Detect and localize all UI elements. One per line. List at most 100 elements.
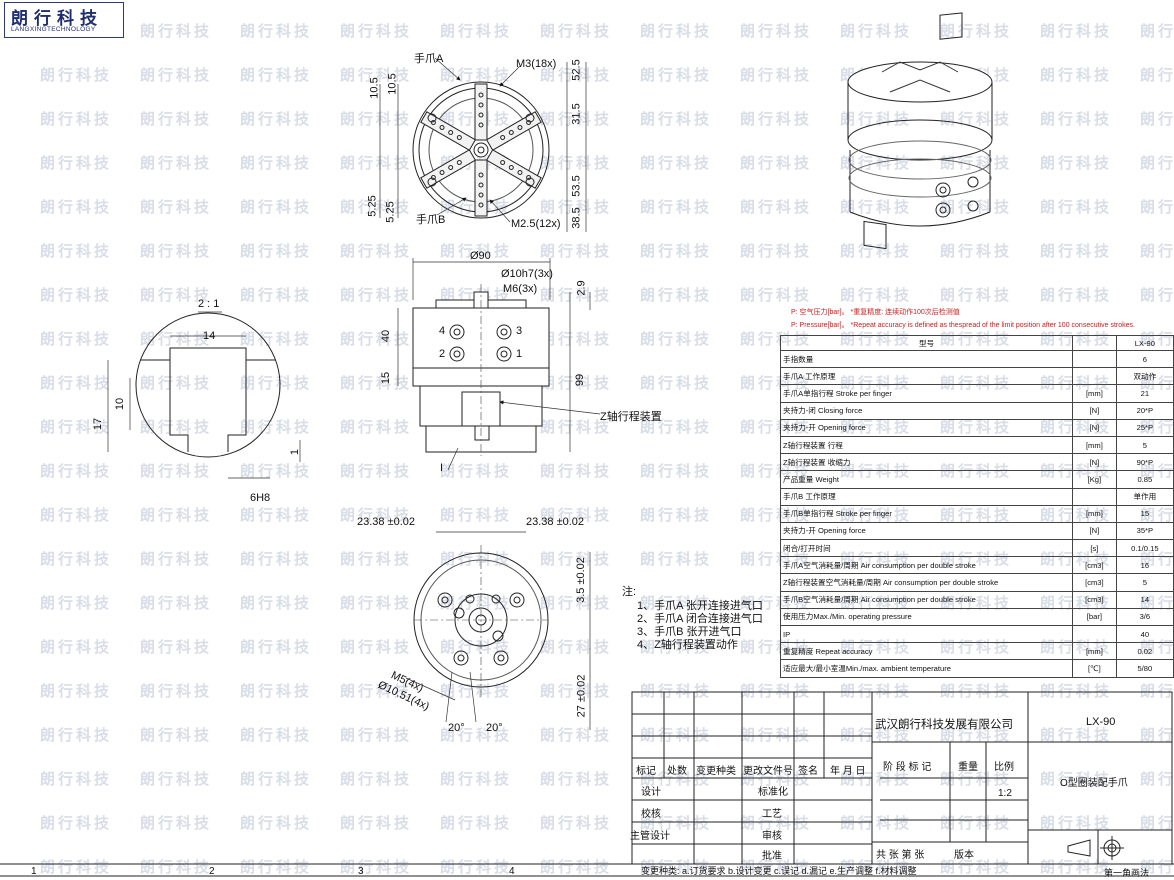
jaw-a-label: 手爪A [414, 53, 444, 65]
bottom-dim-left: 23.38 ±0.02 [357, 516, 416, 528]
watermark-tile: 朗行科技 [240, 418, 313, 436]
watermark-tile: 朗行科技 [1140, 726, 1174, 744]
watermark-tile: 朗行科技 [1140, 198, 1174, 216]
watermark-tile: 朗行科技 [340, 198, 413, 216]
spec-value: 双动作 [1115, 367, 1174, 386]
watermark-tile: 朗行科技 [240, 286, 313, 304]
watermark-tile: 朗行科技 [640, 418, 713, 436]
spec-value: 0.85 [1115, 470, 1174, 489]
watermark-tile: 朗行科技 [640, 374, 713, 392]
watermark-tile: 朗行科技 [340, 374, 413, 392]
front-thread-label: M6(3x) [503, 283, 538, 295]
spec-label: 手爪B 工作原理 [779, 487, 1074, 506]
version-label: 版本 [954, 850, 974, 861]
watermark-tile: 朗行科技 [40, 594, 113, 612]
watermark-tile: 朗行科技 [1140, 286, 1174, 304]
watermark-tile: 朗行科技 [40, 506, 113, 524]
watermark-tile: 朗行科技 [640, 330, 713, 348]
notes-title: 注: [622, 586, 637, 598]
watermark-tile: 朗行科技 [540, 726, 613, 744]
watermark-tile: 朗行科技 [240, 110, 313, 128]
role-check: 校核 [641, 809, 661, 820]
weight-label: 重量 [958, 762, 978, 773]
watermark-tile: 朗行科技 [140, 154, 213, 172]
watermark-tile: 朗行科技 [240, 682, 313, 700]
watermark-tile: 朗行科技 [340, 330, 413, 348]
spec-label: Z轴行程装置 行程 [779, 435, 1074, 455]
watermark-tile: 朗行科技 [40, 726, 113, 744]
spec-value: 14 [1115, 590, 1174, 609]
spec-unit: [N] [1072, 453, 1117, 472]
spec-row: Z轴行程装置 行程[mm]5 [779, 435, 1174, 455]
watermark-tile: 朗行科技 [140, 550, 213, 568]
watermark-tile: 朗行科技 [140, 110, 213, 128]
port-number-2: 2 [439, 348, 446, 360]
watermark-tile: 朗行科技 [240, 154, 313, 172]
company-logo: 朗行科技 LANGXINGTECHNOLOGY [4, 2, 124, 38]
rev-header-5: 签名 [798, 766, 818, 777]
watermark-tile: 朗行科技 [40, 638, 113, 656]
watermark-tile: 朗行科技 [40, 286, 113, 304]
spec-row: Z轴行程装置 收缩力[N]90*P [779, 453, 1174, 472]
watermark-tile: 朗行科技 [40, 550, 113, 568]
hole-fit-label: Ø10h7(3x) [501, 268, 553, 280]
watermark-tile: 朗行科技 [740, 286, 813, 304]
watermark-tile: 朗行科技 [140, 506, 213, 524]
dim-left-4: 5.25 [384, 201, 397, 223]
watermark-tile: 朗行科技 [540, 286, 613, 304]
spec-unit: [s] [1072, 539, 1117, 558]
detail-dim-17: 17 [92, 417, 105, 431]
watermark-tile: 朗行科技 [1040, 198, 1113, 216]
watermark-tile: 朗行科技 [640, 638, 713, 656]
watermark-tile: 朗行科技 [940, 726, 1013, 744]
watermark-tile: 朗行科技 [140, 418, 213, 436]
spec-row: 闭合/打开时间[s]0.1/0.15 [779, 539, 1174, 558]
watermark-tile: 朗行科技 [740, 682, 813, 700]
spec-value: 单作用 [1115, 487, 1174, 506]
watermark-tile: 朗行科技 [1040, 286, 1113, 304]
spec-row: 手指数量 6 [779, 349, 1174, 369]
watermark-tile: 朗行科技 [1140, 110, 1174, 128]
dim-left-2: 10.5 [386, 73, 399, 95]
spec-label: 手指数量 [779, 349, 1074, 369]
z-axis-label: Z轴行程装置 [600, 411, 662, 423]
watermark-tile: 朗行科技 [140, 286, 213, 304]
spec-value: 6 [1115, 349, 1174, 369]
spec-label: IP [779, 624, 1074, 644]
watermark-tile: 朗行科技 [740, 154, 813, 172]
spec-unit: [cm3] [1072, 556, 1117, 575]
watermark-tile: 朗行科技 [1140, 154, 1174, 172]
spec-row: 使用压力Max./Min. operating pressure[bar]3/6 [779, 607, 1174, 627]
watermark-tile: 朗行科技 [40, 110, 113, 128]
watermark-tile: 朗行科技 [640, 858, 713, 876]
spec-unit [1072, 349, 1117, 369]
spec-unit: [cm3] [1072, 590, 1117, 609]
watermark-tile: 朗行科技 [940, 242, 1013, 260]
spec-unit: [N] [1072, 521, 1117, 541]
watermark-tile: 朗行科技 [240, 22, 313, 40]
watermark-tile: 朗行科技 [140, 462, 213, 480]
watermark-tile: 朗行科技 [140, 594, 213, 612]
watermark-tile: 朗行科技 [440, 770, 513, 788]
watermark-tile: 朗行科技 [540, 462, 613, 480]
spec-value: 21 [1115, 384, 1174, 403]
spec-unit: [mm] [1072, 642, 1117, 661]
watermark-tile: 朗行科技 [1040, 242, 1113, 260]
watermark-tile: 朗行科技 [340, 814, 413, 832]
front-dim-2-9: 2.9 [575, 280, 588, 296]
watermark-tile: 朗行科技 [740, 726, 813, 744]
watermark-tile: 朗行科技 [540, 418, 613, 436]
spec-label: 产品重量 Weight [779, 470, 1074, 489]
watermark-tile: 朗行科技 [640, 770, 713, 788]
watermark-tile: 朗行科技 [640, 550, 713, 568]
spec-value: 5 [1115, 435, 1174, 455]
watermark-tile: 朗行科技 [40, 66, 113, 84]
spec-unit: [cm3] [1072, 573, 1117, 592]
watermark-tile: 朗行科技 [140, 374, 213, 392]
role-approve: 批准 [762, 851, 782, 862]
watermark-tile: 朗行科技 [540, 550, 613, 568]
watermark-tile: 朗行科技 [540, 22, 613, 40]
pressure-note-en: P: Pressure[bar]。 *Repeat accuracy is de… [791, 322, 1135, 329]
spec-row: 手爪A空气消耗量/周期 Air consumption per double s… [779, 556, 1174, 575]
